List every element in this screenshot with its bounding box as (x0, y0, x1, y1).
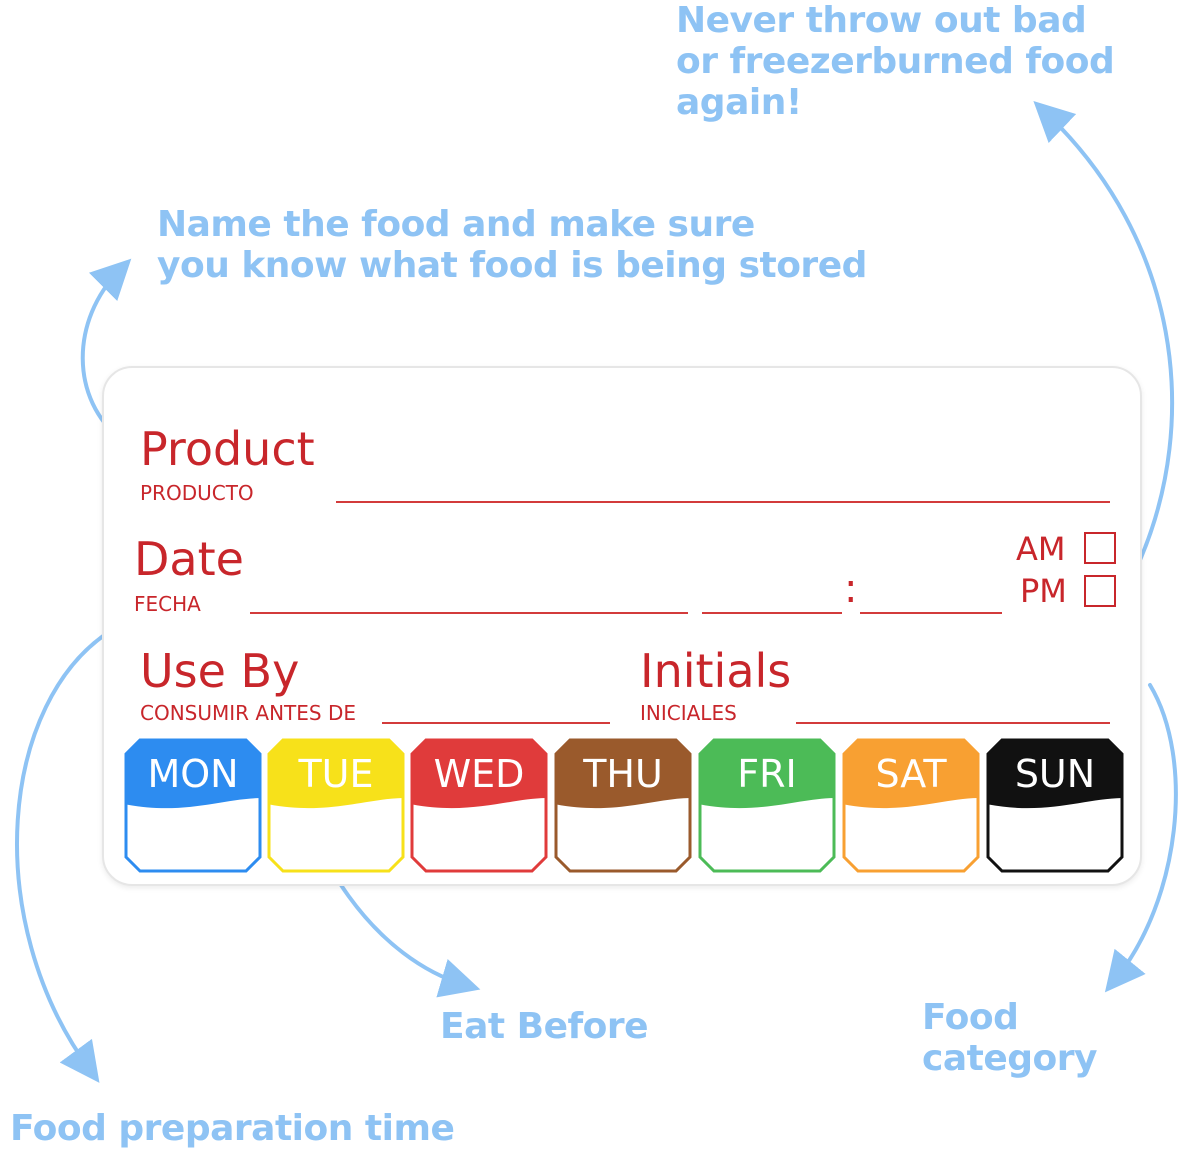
callout-never-throw-out: Never throw out bad or freezerburned foo… (676, 0, 1115, 123)
date-write-line[interactable] (250, 612, 688, 614)
callout-prep-time: Food preparation time (10, 1108, 455, 1149)
day-tab-shape (267, 738, 405, 873)
use-by-subheading: CONSUMIR ANTES DE (140, 701, 356, 725)
day-tab-shape (554, 738, 692, 873)
day-tab-label: FRI (737, 752, 797, 796)
arrow-to-top-callout (1033, 100, 1175, 562)
day-tab-label: THU (583, 752, 663, 796)
day-tab-shape (124, 738, 262, 873)
use-by-heading: Use By (140, 644, 300, 698)
callout-eat-before: Eat Before (440, 1006, 649, 1047)
day-tab-tue[interactable]: TUE (267, 738, 405, 873)
callout-name-food: Name the food and make sure you know wha… (157, 204, 867, 286)
day-tab-fri[interactable]: FRI (698, 738, 836, 873)
arrow-to-category-callout (1104, 683, 1178, 993)
arrow-to-prep-callout (15, 628, 114, 1083)
day-tab-thu[interactable]: THU (554, 738, 692, 873)
pm-label: PM (1020, 572, 1067, 610)
day-tab-mon[interactable]: MON (124, 738, 262, 873)
day-tab-label: MON (147, 752, 239, 796)
hour-write-line[interactable] (702, 612, 842, 614)
date-heading: Date (134, 532, 244, 586)
am-checkbox[interactable] (1084, 532, 1116, 564)
food-label-sticker: Product PRODUCTO Date FECHA : AM PM Use … (102, 366, 1142, 886)
day-tab-shape (410, 738, 548, 873)
product-subheading: PRODUCTO (140, 481, 254, 505)
day-tab-wed[interactable]: WED (410, 738, 548, 873)
day-tab-label: SUN (1014, 752, 1096, 796)
day-tab-label: SAT (875, 752, 947, 796)
minute-write-line[interactable] (860, 612, 1002, 614)
day-tab-label: TUE (298, 752, 374, 796)
callout-food-category: Food category (922, 997, 1097, 1079)
pm-checkbox[interactable] (1084, 575, 1116, 607)
use-by-write-line[interactable] (382, 722, 610, 724)
initials-write-line[interactable] (796, 722, 1110, 724)
day-tab-sat[interactable]: SAT (842, 738, 980, 873)
initials-subheading: INICIALES (640, 701, 737, 725)
product-heading: Product (140, 422, 315, 476)
date-subheading: FECHA (134, 592, 201, 616)
day-tab-shape (842, 738, 980, 873)
day-tab-shape (698, 738, 836, 873)
time-colon: : (844, 566, 858, 612)
day-tab-label: WED (433, 752, 525, 796)
product-write-line[interactable] (336, 501, 1110, 503)
initials-heading: Initials (640, 644, 792, 698)
day-tab-shape (986, 738, 1124, 873)
day-tab-sun[interactable]: SUN (986, 738, 1124, 873)
am-label: AM (1016, 530, 1066, 568)
